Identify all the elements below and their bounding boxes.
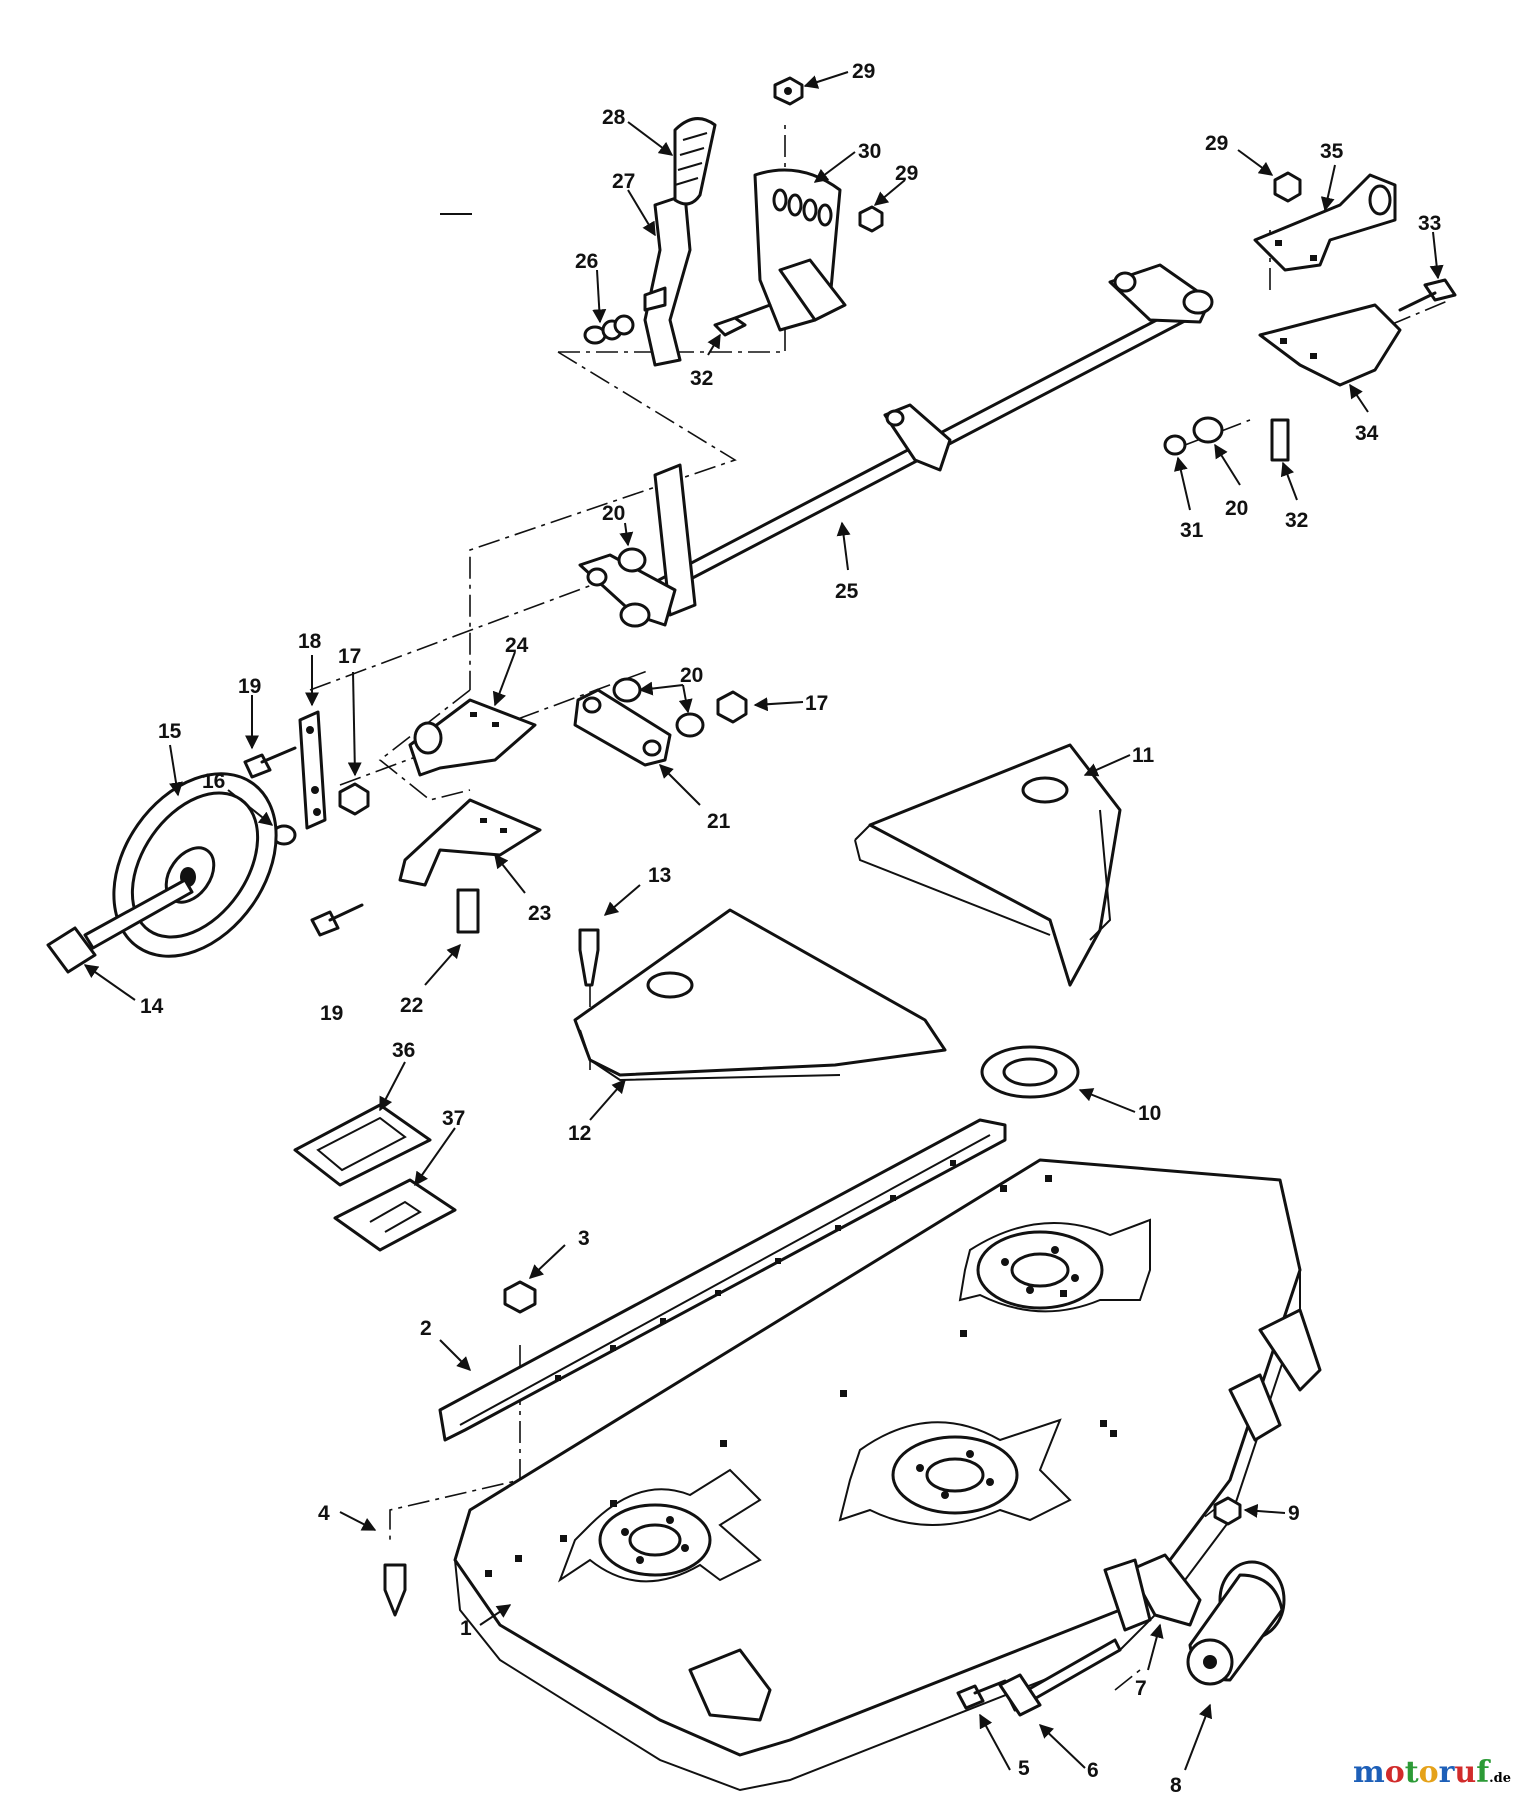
gauge-wheel (112, 772, 278, 958)
callout-6: 6 (1087, 1759, 1099, 1782)
callout-8: 8 (1170, 1774, 1182, 1797)
callout-20: 20 (602, 502, 625, 525)
callout-29: 29 (852, 60, 875, 83)
callout-29: 29 (895, 162, 918, 185)
link-plate (573, 688, 672, 767)
hardware (243, 76, 1457, 1710)
callout-20: 20 (1225, 497, 1248, 520)
callout-7: 7 (1135, 1677, 1147, 1700)
wheel-bracket-upper (408, 698, 537, 777)
callout-24: 24 (505, 634, 529, 657)
callout-31: 31 (1180, 519, 1204, 542)
axle-assembly (578, 263, 1214, 628)
wheel-axle-bolt (46, 878, 194, 974)
watermark-text: motoruf (1353, 1755, 1489, 1790)
watermark-letter: m (1352, 1755, 1385, 1790)
height-adjust-lever (643, 117, 717, 367)
wheel-strap (298, 710, 327, 830)
pulley-cover-left (573, 908, 947, 1082)
baffle-strip (438, 1118, 1007, 1442)
spindle-mount-center (838, 1418, 1072, 1526)
callout-33: 33 (1418, 212, 1441, 235)
callout-16: 16 (202, 770, 225, 793)
watermark-letter: o (1384, 1755, 1405, 1790)
callout-32: 32 (1285, 509, 1308, 532)
watermark-suffix: .de (1489, 1771, 1511, 1786)
callout-17: 17 (338, 645, 361, 668)
callout-25: 25 (835, 580, 859, 603)
callout-labels: 1 2 3 4 5 6 7 8 9 10 11 12 13 14 15 16 1 (83, 60, 1444, 1797)
callout-21: 21 (707, 810, 731, 833)
lift-bracket-35 (1253, 173, 1397, 272)
callout-19: 19 (320, 1002, 343, 1025)
lift-bracket-34 (1258, 303, 1402, 387)
deck-bracket-front (688, 1648, 772, 1722)
callout-3: 3 (578, 1227, 590, 1250)
watermark-letter: u (1454, 1755, 1477, 1790)
callout-19: 19 (238, 675, 261, 698)
callout-17: 17 (805, 692, 828, 715)
callout-29: 29 (1205, 132, 1228, 155)
pulley-cover-right (854, 743, 1122, 987)
callout-35: 35 (1320, 140, 1344, 163)
decal-37 (333, 1178, 457, 1252)
callout-13: 13 (648, 864, 671, 887)
callout-30: 30 (858, 140, 881, 163)
spindle-mount-right (958, 1218, 1151, 1313)
callout-34: 34 (1355, 422, 1379, 445)
callout-32: 32 (690, 367, 713, 390)
watermark: motoruf.de (1353, 1755, 1511, 1790)
callout-36: 36 (392, 1039, 415, 1062)
lever-grip (673, 117, 717, 206)
callout-1: 1 (460, 1617, 472, 1640)
callout-15: 15 (158, 720, 182, 743)
callout-37: 37 (442, 1107, 465, 1130)
callout-9: 9 (1288, 1502, 1300, 1525)
callout-18: 18 (298, 630, 322, 653)
deck-holes (485, 1175, 1117, 1577)
anti-scalp-roller-assembly (998, 1553, 1286, 1717)
callout-20: 20 (680, 664, 703, 687)
callout-4: 4 (318, 1502, 330, 1525)
callout-23: 23 (528, 902, 551, 925)
deck-bracket-right-lower (1228, 1373, 1282, 1442)
callout-12: 12 (568, 1122, 591, 1145)
watermark-letter: t (1404, 1755, 1419, 1790)
callout-11: 11 (1132, 744, 1155, 767)
callout-5: 5 (1018, 1757, 1030, 1780)
decal-36 (293, 1103, 432, 1187)
watermark-letter: o (1418, 1755, 1439, 1790)
callout-2: 2 (420, 1317, 432, 1340)
deck-bracket-right-upper (1258, 1308, 1322, 1392)
wheel-bracket-lower (398, 798, 542, 887)
callout-26: 26 (575, 250, 598, 273)
callout-14: 14 (140, 995, 164, 1018)
watermark-letter: r (1438, 1755, 1455, 1790)
callout-27: 27 (612, 170, 635, 193)
callout-28: 28 (602, 106, 626, 129)
detent-plate (753, 168, 847, 332)
spindle-mount-left (557, 1468, 762, 1583)
callout-22: 22 (400, 994, 423, 1017)
spindle-plate (980, 1045, 1080, 1099)
watermark-letter: f (1476, 1755, 1490, 1790)
callout-10: 10 (1138, 1102, 1161, 1125)
